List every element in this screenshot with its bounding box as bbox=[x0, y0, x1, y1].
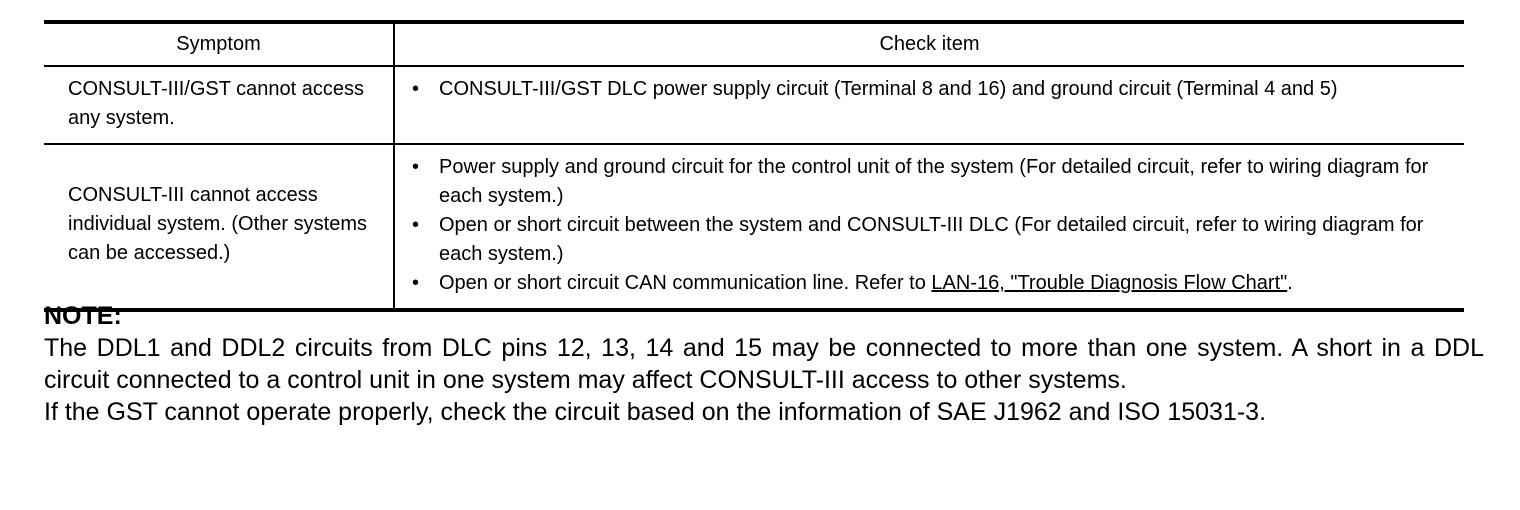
check-item-cell: • Power supply and ground circuit for th… bbox=[394, 144, 1464, 312]
check-item-text-before: Open or short circuit CAN communication … bbox=[439, 272, 932, 294]
table-header-row: Symptom Check item bbox=[44, 20, 1464, 67]
check-item-list: • Power supply and ground circuit for th… bbox=[409, 153, 1454, 298]
check-item-cell: • CONSULT-III/GST DLC power supply circu… bbox=[394, 66, 1464, 145]
table-row: CONSULT-III/GST cannot access any system… bbox=[44, 66, 1464, 145]
column-header-check-item: Check item bbox=[394, 20, 1464, 67]
symptom-cell: CONSULT-III/GST cannot access any system… bbox=[44, 66, 395, 145]
diagnosis-table-wrapper: Symptom Check item CONSULT-III/GST canno… bbox=[44, 20, 1464, 312]
check-item-text: CONSULT-III/GST DLC power supply circuit… bbox=[439, 78, 1338, 100]
check-item-text: Open or short circuit between the system… bbox=[439, 214, 1424, 265]
bullet-icon: • bbox=[412, 78, 420, 100]
note-paragraph-2: If the GST cannot operate properly, chec… bbox=[44, 398, 1267, 426]
note-paragraph-1: The DDL1 and DDL2 circuits from DLC pins… bbox=[44, 334, 1484, 394]
column-header-symptom: Symptom bbox=[44, 20, 395, 67]
check-item-list: • CONSULT-III/GST DLC power supply circu… bbox=[409, 75, 1454, 104]
table-row: CONSULT-III cannot access individual sys… bbox=[44, 144, 1464, 312]
list-item: • CONSULT-III/GST DLC power supply circu… bbox=[409, 75, 1454, 104]
list-item: • Open or short circuit between the syst… bbox=[409, 211, 1454, 269]
check-item-text-after: . bbox=[1287, 272, 1293, 294]
bullet-icon: • bbox=[412, 214, 420, 236]
table-header: Symptom Check item bbox=[44, 20, 1464, 67]
note-title: NOTE: bbox=[44, 302, 122, 330]
list-item: • Open or short circuit CAN communication… bbox=[409, 269, 1454, 298]
check-item-text: Power supply and ground circuit for the … bbox=[439, 156, 1429, 207]
symptom-cell: CONSULT-III cannot access individual sys… bbox=[44, 144, 395, 312]
cross-reference-link[interactable]: LAN-16, "Trouble Diagnosis Flow Chart" bbox=[931, 272, 1288, 294]
list-item: • Power supply and ground circuit for th… bbox=[409, 153, 1454, 211]
table-body: CONSULT-III/GST cannot access any system… bbox=[44, 66, 1464, 312]
note-block: NOTE: The DDL1 and DDL2 circuits from DL… bbox=[44, 300, 1484, 428]
bullet-icon: • bbox=[412, 156, 420, 178]
symptom-check-table: Symptom Check item CONSULT-III/GST canno… bbox=[44, 20, 1464, 312]
bullet-icon: • bbox=[412, 272, 420, 294]
